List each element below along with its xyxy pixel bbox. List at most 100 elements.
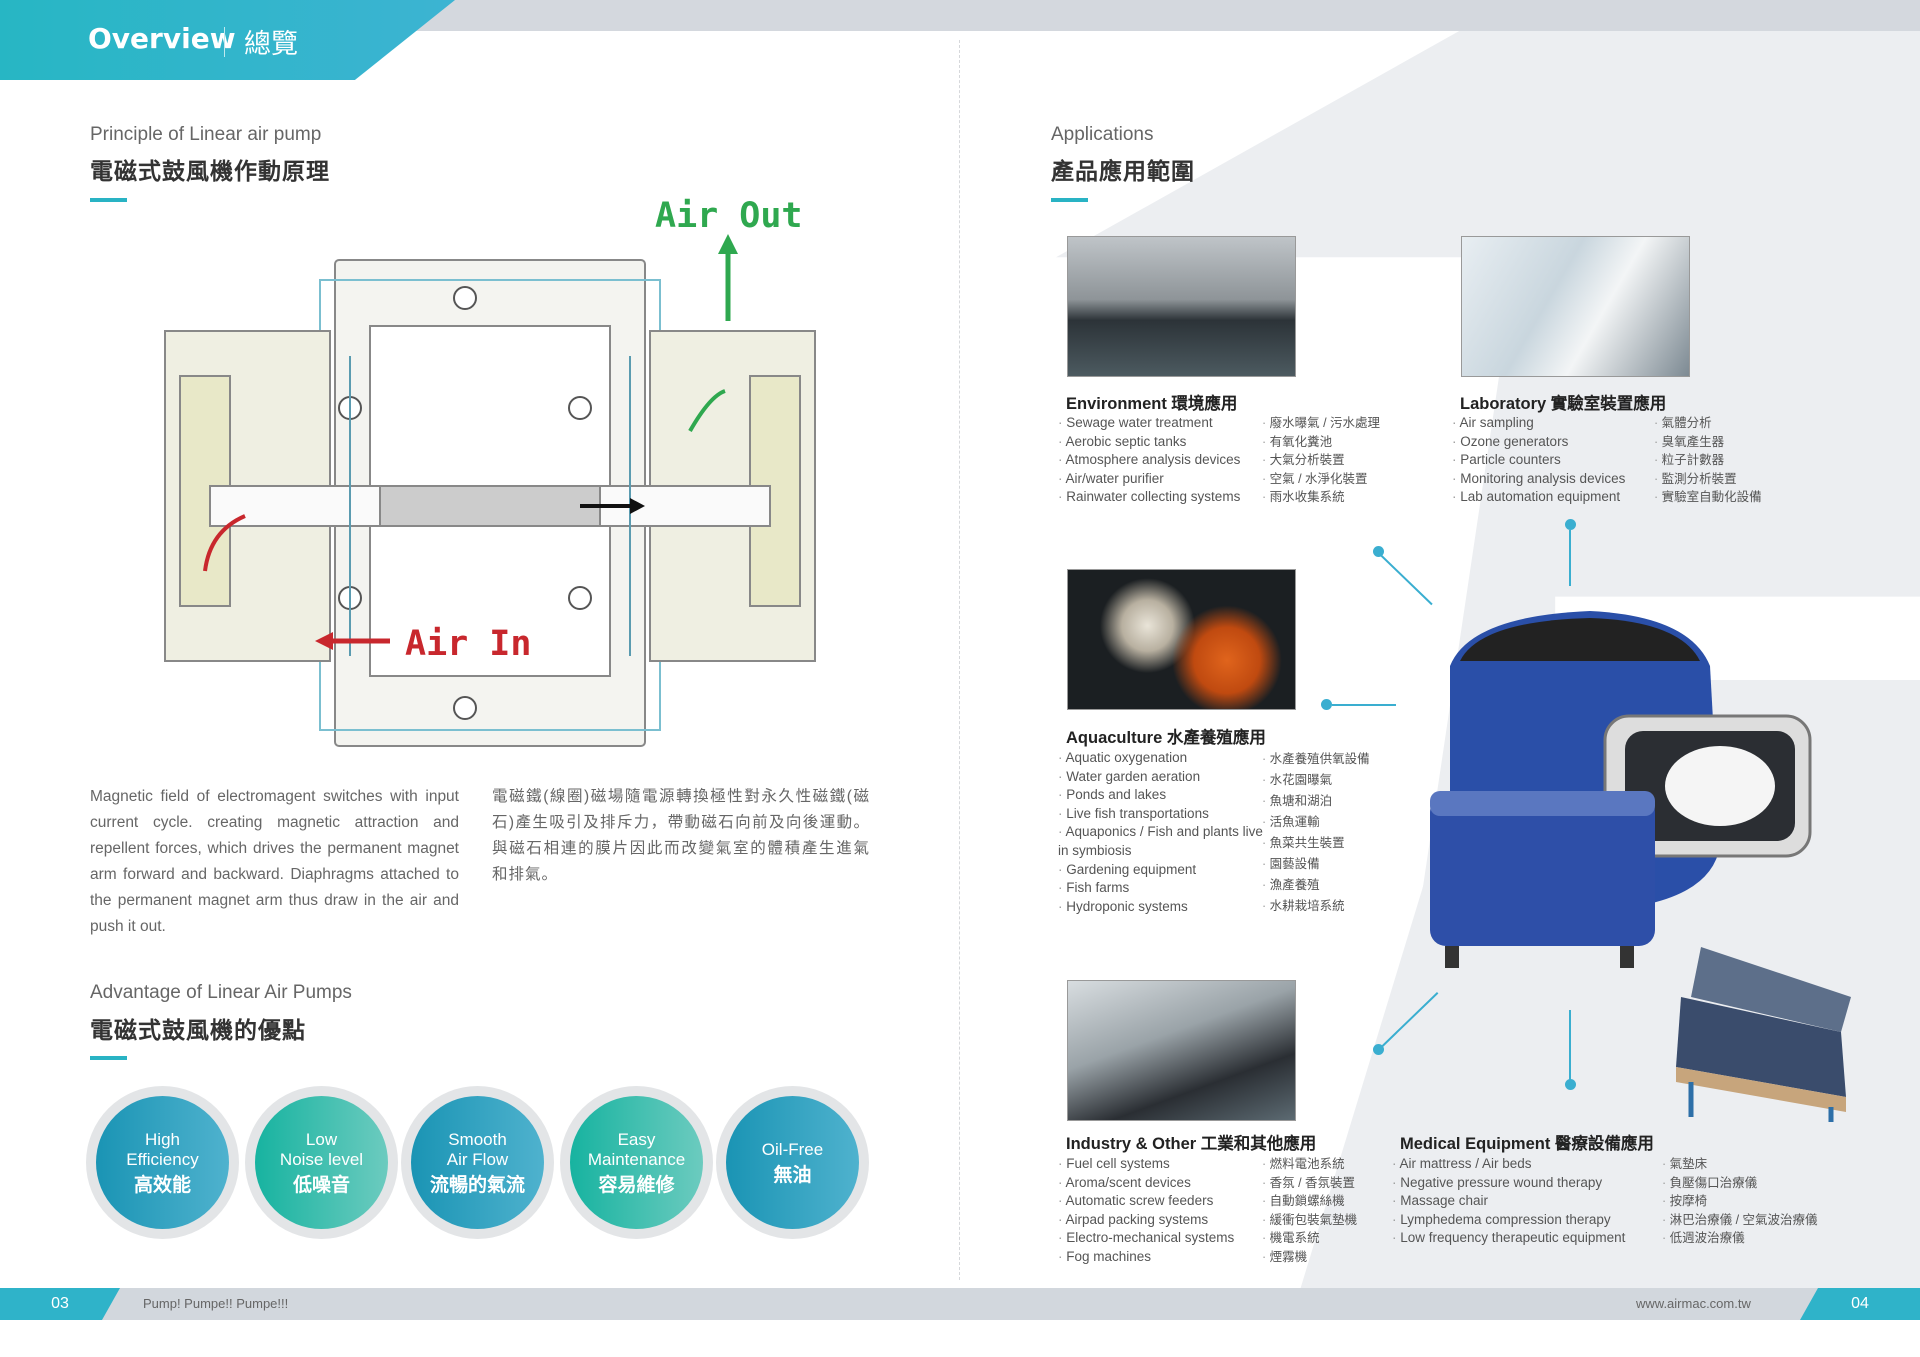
list-item: Lymphedema compression therapy: [1392, 1211, 1625, 1230]
pump-diagram: [164, 234, 816, 747]
header-separator: [224, 27, 225, 57]
advantage-label: Maintenance: [587, 1149, 686, 1169]
footer-website: www.airmac.com.tw: [1636, 1296, 1751, 1311]
list-item: 廢水曝氣 / 污水處理: [1262, 414, 1380, 433]
connector-line: [1332, 704, 1396, 706]
list-item: 大氣分析裝置: [1262, 451, 1380, 470]
connector-dot: [1321, 699, 1332, 710]
list-item: 氣墊床: [1662, 1155, 1818, 1174]
principle-title: Principle of Linear air pump: [90, 124, 322, 145]
title-underline: [1051, 198, 1088, 202]
list-item: Fuel cell systems: [1058, 1155, 1234, 1174]
environment-photo: [1067, 236, 1296, 377]
list-item: 魚菜共生裝置: [1262, 833, 1370, 854]
laboratory-list-en: Air samplingOzone generatorsParticle cou…: [1452, 414, 1626, 507]
advantage-label-zh: 高效能: [133, 1174, 191, 1196]
list-item: Lab automation equipment: [1452, 488, 1625, 507]
list-item: 氣體分析: [1654, 414, 1762, 433]
page-number-right: 04: [1800, 1288, 1920, 1320]
aquaculture-title: Aquaculture 水產養殖應用: [1066, 729, 1266, 747]
title-underline: [90, 1056, 127, 1060]
advantage-label: Air Flow: [446, 1149, 509, 1169]
list-item: Massage chair: [1392, 1192, 1625, 1211]
list-item: 園藝設備: [1262, 854, 1370, 875]
advantage-label: Oil-Free: [761, 1139, 824, 1159]
aquaculture-list-en: Aquatic oxygenationWater garden aeration…: [1058, 749, 1263, 916]
connector-line: [1376, 551, 1433, 606]
list-item: 水產養殖供氧設備: [1262, 749, 1370, 770]
connector-dot: [1565, 1079, 1576, 1090]
list-item: 監測分析裝置: [1654, 470, 1762, 489]
list-item: 按摩椅: [1662, 1192, 1818, 1211]
medical-title: Medical Equipment 醫療設備應用: [1400, 1135, 1654, 1153]
environment-title: Environment 環境應用: [1066, 395, 1238, 413]
advantage-label: Efficiency: [126, 1149, 199, 1169]
page-divider: [959, 40, 960, 1280]
list-item: 粒子計數器: [1654, 451, 1762, 470]
list-item: Low frequency therapeutic equipment: [1392, 1229, 1625, 1248]
list-item: Ozone generators: [1452, 433, 1625, 452]
connector-line: [1569, 1010, 1571, 1080]
list-item: Aroma/scent devices: [1058, 1174, 1234, 1193]
list-item: 雨水收集系統: [1262, 488, 1380, 507]
list-item: Fog machines: [1058, 1248, 1234, 1267]
applications-title: Applications: [1051, 124, 1154, 145]
list-item: Airpad packing systems: [1058, 1211, 1234, 1230]
list-item: 淋巴治療儀 / 空氣波治療儀: [1662, 1211, 1818, 1230]
list-item: 空氣 / 水淨化裝置: [1262, 470, 1380, 489]
principle-title-zh: 電磁式鼓風機作動原理: [90, 158, 330, 184]
list-item: Sewage water treatment: [1058, 414, 1240, 433]
advantage-label-zh: 低噪音: [292, 1174, 350, 1196]
header-title: Overview: [88, 22, 236, 55]
laboratory-title: Laboratory 實驗室裝置應用: [1460, 395, 1667, 413]
advantage-label-zh: 流暢的氣流: [429, 1174, 525, 1196]
list-item: Automatic screw feeders: [1058, 1192, 1234, 1211]
advantage-label: Smooth: [448, 1129, 507, 1149]
connector-line: [1569, 530, 1571, 586]
list-item: 負壓傷口治療儀: [1662, 1174, 1818, 1193]
list-item: 機電系統: [1262, 1229, 1357, 1248]
list-item: Rainwater collecting systems: [1058, 488, 1240, 507]
advantages-title-zh: 電磁式鼓風機的優點: [90, 1017, 306, 1043]
header-title-zh: 總覽: [244, 29, 298, 59]
advantage-label: Noise level: [279, 1149, 364, 1169]
air-out-label: Air Out: [655, 196, 803, 236]
list-item: Particle counters: [1452, 451, 1625, 470]
list-item: 漁產養殖: [1262, 875, 1370, 896]
air-pump-product-image: [1430, 611, 1812, 968]
list-item: 自動鎖螺絲機: [1262, 1192, 1357, 1211]
footer-bar: [0, 1288, 1920, 1320]
list-item: Hydroponic systems: [1058, 898, 1263, 917]
medical-list-en: Air mattress / Air bedsNegative pressure…: [1392, 1155, 1626, 1248]
laboratory-list-zh: 氣體分析臭氧產生器粒子計數器監測分析裝置實驗室自動化設備: [1654, 414, 1762, 507]
list-item: Air sampling: [1452, 414, 1625, 433]
list-item: Air mattress / Air beds: [1392, 1155, 1625, 1174]
environment-list-zh: 廢水曝氣 / 污水處理有氧化糞池大氣分析裝置空氣 / 水淨化裝置雨水收集系統: [1262, 414, 1380, 507]
list-item: Aerobic septic tanks: [1058, 433, 1240, 452]
connector-dot: [1565, 519, 1576, 530]
air-in-label: Air In: [405, 624, 532, 664]
list-item: 水耕栽培系統: [1262, 896, 1370, 917]
aquaculture-list-zh: 水產養殖供氧設備水花園曝氣魚塘和湖泊活魚運輸魚菜共生裝置園藝設備漁產養殖水耕栽培…: [1262, 749, 1370, 917]
principle-text-zh: 電磁鐵(線圈)磁場隨電源轉換極性對永久性磁鐵(磁石)產生吸引及排斥力，帶動磁石向…: [492, 788, 870, 883]
list-item: 水花園曝氣: [1262, 770, 1370, 791]
list-item: 煙霧機: [1262, 1248, 1357, 1267]
medical-bed-image: [1676, 947, 1851, 1122]
list-item: 緩衝包裝氣墊機: [1262, 1211, 1358, 1230]
list-item: Monitoring analysis devices: [1452, 470, 1625, 489]
advantage-label-zh: 無油: [773, 1164, 812, 1186]
advantage-label: High: [145, 1129, 180, 1149]
list-item: Live fish transportations: [1058, 805, 1263, 824]
advantages-title: Advantage of Linear Air Pumps: [90, 982, 352, 1003]
list-item: Aquatic oxygenation: [1058, 749, 1263, 768]
list-item: Fish farms: [1058, 879, 1263, 898]
industry-list-en: Fuel cell systemsAroma/scent devicesAuto…: [1058, 1155, 1235, 1267]
list-item: Air/water purifier: [1058, 470, 1240, 489]
advantage-label: Easy: [617, 1129, 656, 1149]
list-item: Negative pressure wound therapy: [1392, 1174, 1625, 1193]
list-item: Water garden aeration: [1058, 768, 1263, 787]
title-underline: [90, 198, 127, 202]
